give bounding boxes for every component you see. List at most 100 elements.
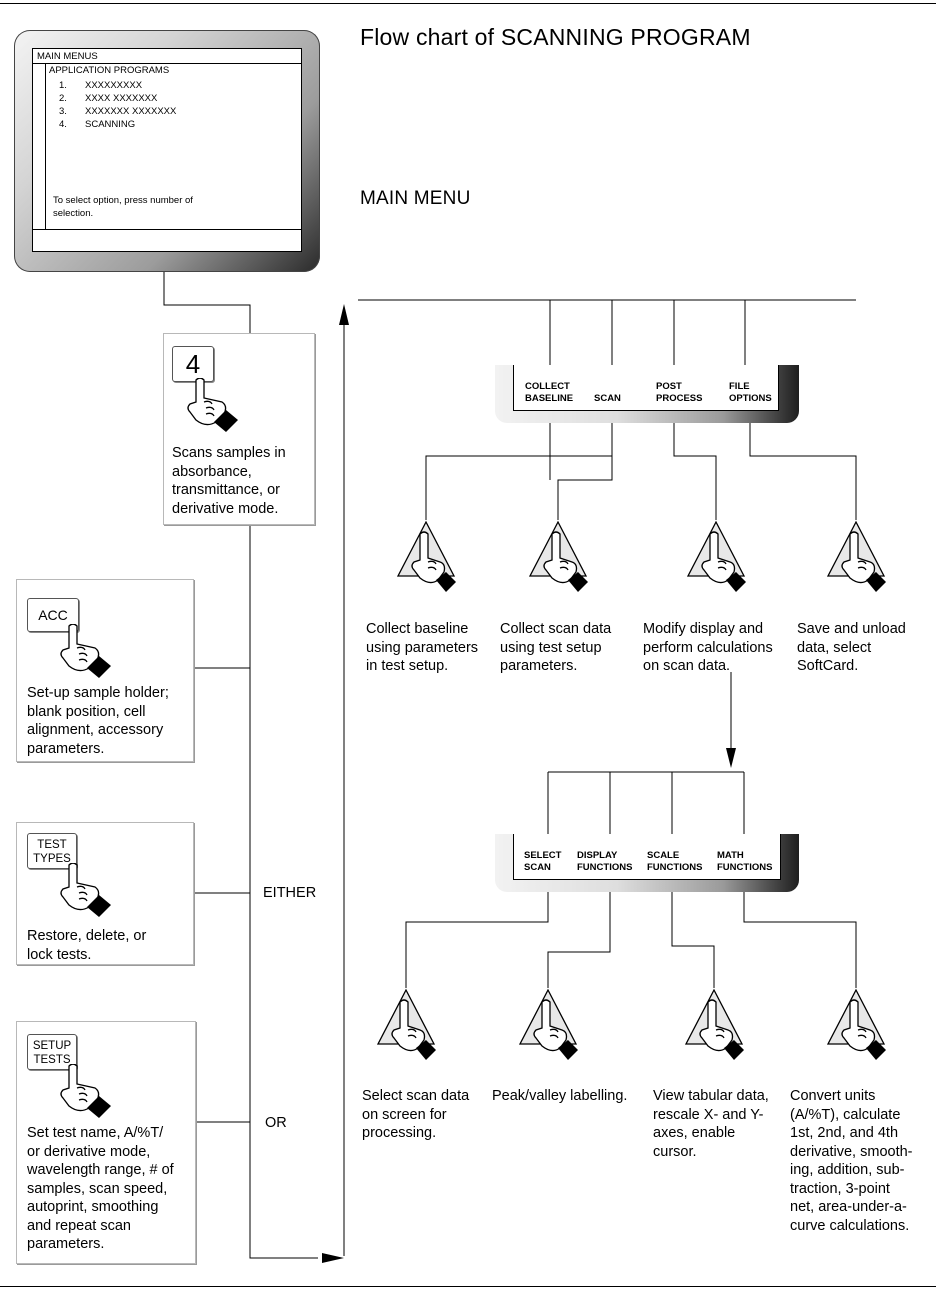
desc-line: derivative mode.: [172, 500, 279, 517]
post-process-menu-screen: [513, 834, 781, 880]
desc-line: Scans samples in: [172, 445, 286, 461]
menu1-desc-post-process: Modify display and perform calculations …: [643, 620, 773, 676]
desc-line: rescale X- and Y-: [653, 1106, 764, 1123]
key-setup-tests[interactable]: SETUP TESTS: [27, 1034, 77, 1070]
monitor-item-label: SCANNING: [85, 119, 136, 130]
key-acc-label: ACC: [38, 607, 68, 623]
desc-line: alignment, accessory: [27, 722, 164, 738]
monitor-item-num: 4.: [59, 119, 67, 130]
monitor-item-2: 2. XXXX XXXXXXX: [59, 92, 157, 105]
test-types-desc: Restore, delete, or lock tests.: [27, 927, 146, 964]
menu-label-line: FUNCTIONS: [647, 862, 703, 873]
warning-hand-icon: [826, 988, 886, 1060]
key-label-line: SETUP: [32, 1040, 72, 1052]
menu-scale-functions[interactable]: SCALE FUNCTIONS: [647, 850, 702, 874]
key4-box: 4 Scans samples in absorbance, transmitt…: [163, 333, 315, 525]
key-4[interactable]: 4: [172, 346, 214, 382]
monitor-side-rule: [45, 63, 46, 229]
monitor-footer-2: selection.: [53, 208, 94, 219]
menu1-desc-file-options: Save and unload data, select SoftCard.: [797, 620, 906, 676]
warning-hand-icon: [396, 520, 456, 592]
monitor-item-num: 1.: [59, 80, 67, 91]
menu-scan[interactable]: SCAN: [594, 393, 621, 405]
desc-line: perform calculations: [643, 639, 773, 656]
desc-line: Peak/valley labelling.: [492, 1088, 628, 1104]
desc-line: Collect scan data: [500, 621, 612, 637]
desc-line: cursor.: [653, 1143, 697, 1160]
desc-line: 1st, 2nd, and 4th: [790, 1125, 899, 1141]
desc-line: and repeat scan: [27, 1217, 131, 1234]
menu-label-line: BASELINE: [525, 393, 574, 404]
menu-label-line: OPTIONS: [729, 393, 772, 404]
key-test-types[interactable]: TEST TYPES: [27, 833, 77, 869]
post-process-menu-bar: SELECT SCAN DISPLAY FUNCTIONS SCALE FUNC…: [495, 834, 799, 892]
monitor-item-num: 2.: [59, 93, 67, 104]
pointing-hand-icon: [187, 378, 238, 432]
desc-line: Modify display and: [643, 621, 764, 637]
desc-line: SoftCard.: [797, 658, 859, 674]
warning-hand-icon: [686, 520, 746, 592]
monitor-item-4: 4. SCANNING: [59, 118, 135, 131]
desc-line: blank position, cell: [27, 703, 146, 720]
monitor-header-rule: [33, 63, 301, 64]
menu2-desc-math-functions: Convert units (A/%T), calculate 1st, 2nd…: [790, 1087, 913, 1235]
monitor-status-rule: [33, 229, 301, 230]
desc-line: (A/%T), calculate: [790, 1106, 901, 1123]
desc-line: wavelength range, # of: [27, 1162, 174, 1178]
menu1-desc-scan: Collect scan data using test setup param…: [500, 620, 611, 676]
menu-label-line: FUNCTIONS: [577, 862, 633, 873]
setup-tests-desc: Set test name, A/%T/ or derivative mode,…: [27, 1124, 174, 1254]
monitor-item-label: XXXXXXXXX: [85, 80, 143, 91]
or-label: OR: [265, 1115, 287, 1131]
menu-label-line: DISPLAY: [577, 850, 618, 861]
desc-line: lock tests.: [27, 946, 92, 963]
menu-label-line: SELECT: [524, 850, 562, 861]
menu-post-process[interactable]: POST PROCESS: [656, 381, 702, 405]
desc-line: axes, enable: [653, 1125, 736, 1141]
menu-label-line: POST: [656, 381, 682, 392]
menu-display-functions[interactable]: DISPLAY FUNCTIONS: [577, 850, 632, 874]
menu-label-line: PROCESS: [656, 393, 703, 404]
desc-line: ing, addition, sub-: [790, 1162, 905, 1178]
desc-line: curve calculations.: [790, 1217, 910, 1234]
monitor-item-3: 3. XXXXXXX XXXXXXX: [59, 105, 176, 118]
monitor-screen: MAIN MENUS APPLICATION PROGRAMS 1.XXXXXX…: [32, 48, 302, 252]
warning-hand-icon: [684, 988, 744, 1060]
desc-line: parameters.: [27, 740, 105, 757]
desc-line: derivative, smooth-: [790, 1143, 913, 1160]
page-title: Flow chart of SCANNING PROGRAM: [360, 24, 751, 50]
desc-line: Collect baseline: [366, 621, 469, 637]
scan-menu-screen: [513, 365, 779, 411]
desc-line: using parameters: [366, 639, 479, 656]
desc-line: net, area-under-a-: [790, 1199, 907, 1215]
menu1-desc-collect-baseline: Collect baseline using parameters in tes…: [366, 620, 478, 676]
menu-select-scan[interactable]: SELECT SCAN: [524, 850, 561, 874]
menu-label-line: FUNCTIONS: [717, 862, 773, 873]
monitor-item-label: XXXXXXX XXXXXXX: [85, 106, 177, 117]
test-types-box: TEST TYPES Restore, delete, or lock test…: [16, 822, 194, 965]
pointing-hand-icon: [60, 624, 111, 678]
main-menu-monitor: MAIN MENUS APPLICATION PROGRAMS 1.XXXXXX…: [14, 30, 320, 272]
menu-math-functions[interactable]: MATH FUNCTIONS: [717, 850, 772, 874]
menu2-desc-select-scan: Select scan data on screen for processin…: [362, 1087, 469, 1143]
desc-line: Set test name, A/%T/: [27, 1125, 164, 1141]
desc-line: Restore, delete, or: [27, 928, 147, 944]
acc-desc: Set-up sample holder; blank position, ce…: [27, 684, 169, 758]
desc-line: Set-up sample holder;: [27, 685, 169, 701]
monitor-item-label: XXXX XXXXXXX: [85, 93, 158, 104]
monitor-item-num: 3.: [59, 106, 67, 117]
menu-collect-baseline[interactable]: COLLECT BASELINE: [525, 381, 573, 405]
desc-line: processing.: [362, 1125, 437, 1141]
monitor-subheader: APPLICATION PROGRAMS: [49, 65, 170, 76]
desc-line: using test setup: [500, 639, 602, 656]
desc-line: Save and unload: [797, 621, 906, 637]
bottom-rule: [0, 1286, 936, 1287]
desc-line: autoprint, smoothing: [27, 1199, 159, 1215]
desc-line: View tabular data,: [653, 1088, 769, 1104]
acc-box: ACC Set-up sample holder; blank position…: [16, 579, 194, 762]
desc-line: Convert units: [790, 1088, 876, 1104]
menu-label-line: FILE: [729, 381, 750, 392]
either-label: EITHER: [263, 885, 317, 901]
menu-file-options[interactable]: FILE OPTIONS: [729, 381, 772, 405]
key4-desc: Scans samples in absorbance, transmittan…: [172, 444, 286, 518]
